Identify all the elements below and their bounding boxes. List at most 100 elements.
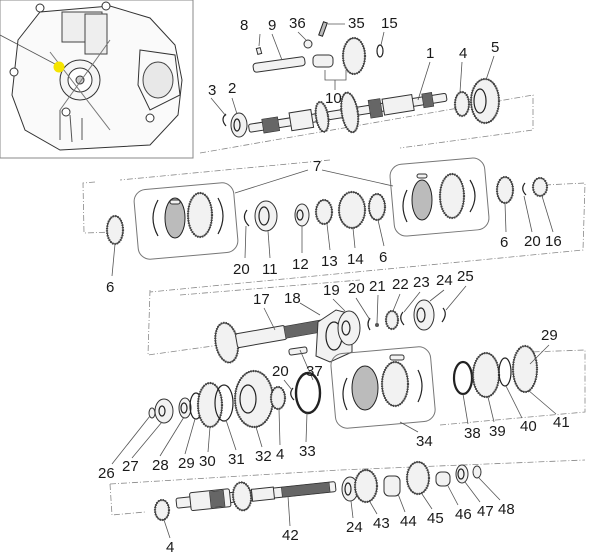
synchronizer-assembly-box-34 [330, 346, 436, 429]
callout-27: 27 [122, 458, 139, 475]
callout-5: 5 [491, 39, 499, 56]
synchronizer-assembly-box-left [133, 182, 239, 260]
callout-40: 40 [520, 418, 537, 435]
shaft-17-row [214, 299, 446, 364]
callout-29: 29 [541, 327, 558, 344]
callout-42: 42 [282, 527, 299, 544]
part-28-bearing [178, 397, 192, 419]
synchro-hub-left [164, 197, 186, 239]
callout-24: 24 [346, 519, 363, 536]
callout-32: 32 [255, 448, 272, 465]
callout-19: 19 [323, 282, 340, 299]
callout-22: 22 [392, 276, 409, 293]
callout-35: 35 [348, 15, 365, 32]
callout-31: 31 [228, 451, 245, 468]
part-20-circlip [522, 182, 527, 196]
part-23-circlip [400, 311, 405, 326]
callout-10: 10 [325, 90, 342, 107]
part-10-bushing [312, 54, 334, 68]
part-42-output-shaft [175, 481, 337, 512]
location-highlight-marker [53, 61, 65, 73]
callout-2: 2 [228, 80, 236, 97]
part-21-ball [375, 323, 379, 327]
assembly-boundaries [82, 94, 586, 516]
callout-20: 20 [233, 261, 250, 278]
part-34-synchro-hub [351, 365, 379, 411]
callout-6: 6 [379, 249, 387, 266]
part-6-synchro-ring [368, 193, 386, 221]
callout-44: 44 [400, 513, 417, 530]
callout-28: 28 [152, 457, 169, 474]
part-25-circlip [441, 307, 446, 323]
part-19-bearing [337, 310, 361, 346]
callout-1: 1 [426, 45, 434, 62]
callout-25: 25 [457, 268, 474, 285]
part-6-synchro-ring [496, 176, 514, 204]
callout-4: 4 [166, 539, 174, 555]
part-11-bearing-race [254, 200, 278, 232]
output-shaft-row [153, 460, 482, 522]
part-24-bearing [413, 299, 435, 331]
part-2-bearing [230, 112, 248, 138]
part-20-circlip [290, 387, 295, 401]
part-48-nut [472, 465, 482, 479]
part-8-pin [255, 46, 263, 56]
callout-11: 11 [262, 261, 278, 278]
callout-36: 36 [289, 15, 306, 32]
callout-labels: 8 9 36 35 15 1 4 5 3 2 10 7 6 20 11 12 1… [98, 15, 570, 555]
callout-8: 8 [240, 17, 248, 34]
gear-stack-row [148, 344, 539, 429]
callout-20: 20 [348, 280, 365, 297]
callout-26: 26 [98, 465, 115, 482]
callout-13: 13 [321, 253, 338, 270]
callout-15: 15 [381, 15, 398, 32]
callout-6: 6 [500, 234, 508, 251]
part-27-bearing [154, 398, 174, 424]
callout-16: 16 [545, 233, 562, 250]
locator-inset [0, 0, 194, 159]
part-44-bushing [383, 475, 401, 497]
callout-20: 20 [524, 233, 541, 250]
callout-24: 24 [436, 272, 453, 289]
callout-21: 21 [369, 278, 386, 295]
callout-23: 23 [413, 274, 430, 291]
callout-29: 29 [178, 455, 195, 472]
callout-34: 34 [416, 433, 433, 450]
callout-33: 33 [299, 443, 316, 460]
callout-12: 12 [292, 256, 309, 273]
callout-17: 17 [253, 291, 270, 308]
input-shaft-group [222, 21, 501, 138]
callout-9: 9 [268, 17, 276, 34]
part-15-ring [376, 44, 384, 58]
callout-43: 43 [373, 515, 390, 532]
part-31-shim [214, 384, 234, 422]
callout-41: 41 [553, 414, 570, 431]
callout-39: 39 [489, 423, 506, 440]
part-1-input-shaft [248, 91, 448, 134]
part-9-shaft [252, 56, 306, 73]
locator-pointer-line [0, 34, 56, 65]
callout-18: 18 [284, 290, 301, 307]
callout-47: 47 [477, 503, 494, 520]
callout-4: 4 [276, 446, 284, 463]
part-40-spacer [498, 357, 512, 387]
callout-37: 37 [306, 363, 323, 380]
callout-6: 6 [106, 279, 114, 296]
synchro-hub-right [411, 179, 433, 221]
callout-7: 7 [313, 158, 321, 175]
callout-14: 14 [347, 251, 364, 268]
callout-20: 20 [272, 363, 289, 380]
callout-3: 3 [208, 82, 216, 99]
callout-38: 38 [464, 425, 481, 442]
part-33-ring [294, 371, 322, 415]
part-36-washer [303, 39, 313, 49]
synchronizer-assembly-box-right [389, 157, 490, 237]
callout-4: 4 [459, 45, 467, 62]
callout-48: 48 [498, 501, 515, 518]
part-20-circlip [243, 209, 250, 227]
transmission-housing-drawing [9, 1, 183, 151]
part-17-shaft [214, 319, 324, 364]
part-37-bolt [288, 346, 308, 356]
part-35-bolt [318, 21, 328, 37]
